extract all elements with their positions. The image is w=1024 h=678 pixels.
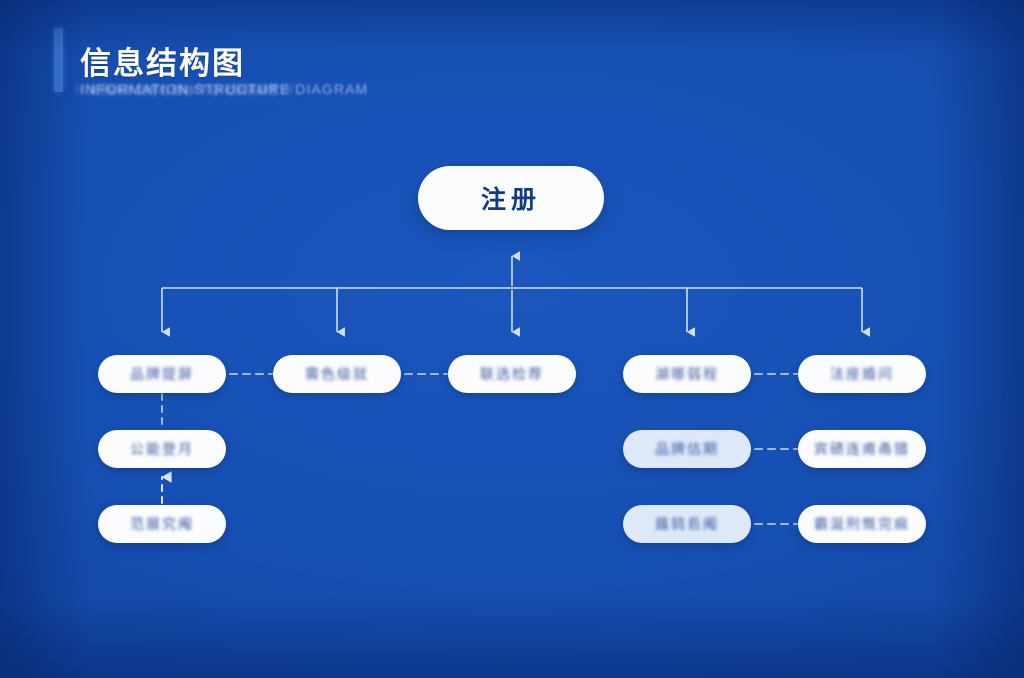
node-row1-col3-label: 联选检荐 [480, 366, 544, 382]
node-row1-col4[interactable]: 湖哪弱程 [623, 355, 751, 393]
node-row2-col5-label: 宾碛连甫甬猎 [814, 441, 910, 457]
page-subtitle-blurred: HIERARCHY MAP OVERVIEW XINXI JIEGOU TU C… [75, 81, 480, 109]
node-row3-col4[interactable]: 蕗鸫镸阄 [623, 505, 751, 543]
node-root-label: 注册 [480, 186, 541, 214]
node-root[interactable]: 注册 [418, 166, 604, 230]
title-accent-bar [54, 28, 63, 92]
node-row1-col2-label: 需色级就 [305, 366, 369, 382]
node-row1-col1[interactable]: 品牌提屏 [98, 355, 226, 393]
page-title: 信息结构图 [80, 46, 245, 81]
node-row1-col5-label: 法座婚问 [830, 366, 894, 382]
node-row2-col1[interactable]: 公能登月 [98, 430, 226, 468]
node-row1-col5[interactable]: 法座婚问 [798, 355, 926, 393]
node-row3-col1[interactable]: 范展究阄 [98, 505, 226, 543]
node-row2-col4[interactable]: 品牌估期 [623, 430, 751, 468]
node-row1-col3[interactable]: 联选检荐 [448, 355, 576, 393]
node-row2-col5[interactable]: 宾碛连甫甬猎 [798, 430, 926, 468]
node-row3-col4-label: 蕗鸫镸阄 [655, 516, 719, 532]
node-row1-col4-label: 湖哪弱程 [655, 366, 719, 382]
node-row3-col1-label: 范展究阄 [130, 516, 194, 532]
node-row3-col5[interactable]: 霸涎刑慨完痲 [798, 505, 926, 543]
node-row2-col4-label: 品牌估期 [655, 441, 719, 457]
node-row3-col5-label: 霸涎刑慨完痲 [814, 516, 910, 532]
subtitle-layer-1: INFORMATION STRUCTURE DIAGRAM [80, 81, 369, 97]
node-row2-col1-label: 公能登月 [130, 441, 194, 457]
node-row1-col2[interactable]: 需色级就 [273, 355, 401, 393]
node-row1-col1-label: 品牌提屏 [130, 366, 194, 382]
